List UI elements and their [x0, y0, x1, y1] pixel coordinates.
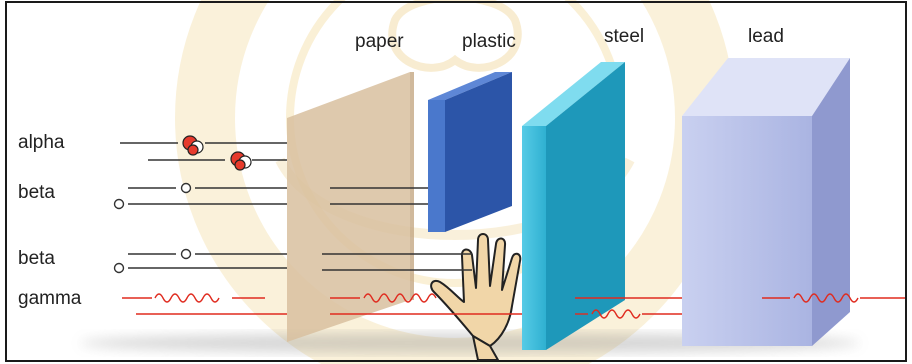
plastic-slab: [428, 72, 512, 232]
beta-label-lower: beta: [18, 248, 55, 269]
steel-slab: [522, 62, 625, 350]
beta-particle-icon: [180, 182, 192, 194]
alpha-particle-icon: [182, 135, 204, 156]
lead-slab: [682, 58, 850, 346]
gamma-label: gamma: [18, 288, 82, 309]
steel-label: steel: [604, 26, 644, 47]
lead-label: lead: [748, 26, 784, 47]
beta-particle-icon: [180, 248, 192, 260]
paper-label: paper: [355, 31, 404, 52]
beta-tracks-upper: [128, 187, 428, 205]
alpha-label: alpha: [18, 132, 65, 153]
beta-particle-icon: [113, 198, 125, 210]
beta-particle-icon: [113, 262, 125, 274]
plastic-label: plastic: [462, 31, 516, 52]
beta-tracks-lower: [128, 253, 472, 271]
beta-label-upper: beta: [18, 182, 55, 203]
paper-sheet: [287, 72, 414, 342]
alpha-particle-icon: [230, 151, 252, 171]
gamma-rays: [122, 293, 905, 319]
diagram-frame: [5, 1, 907, 362]
hand-icon: [430, 233, 522, 361]
alpha-tracks: [120, 142, 287, 161]
shield-shadow: [80, 333, 860, 353]
